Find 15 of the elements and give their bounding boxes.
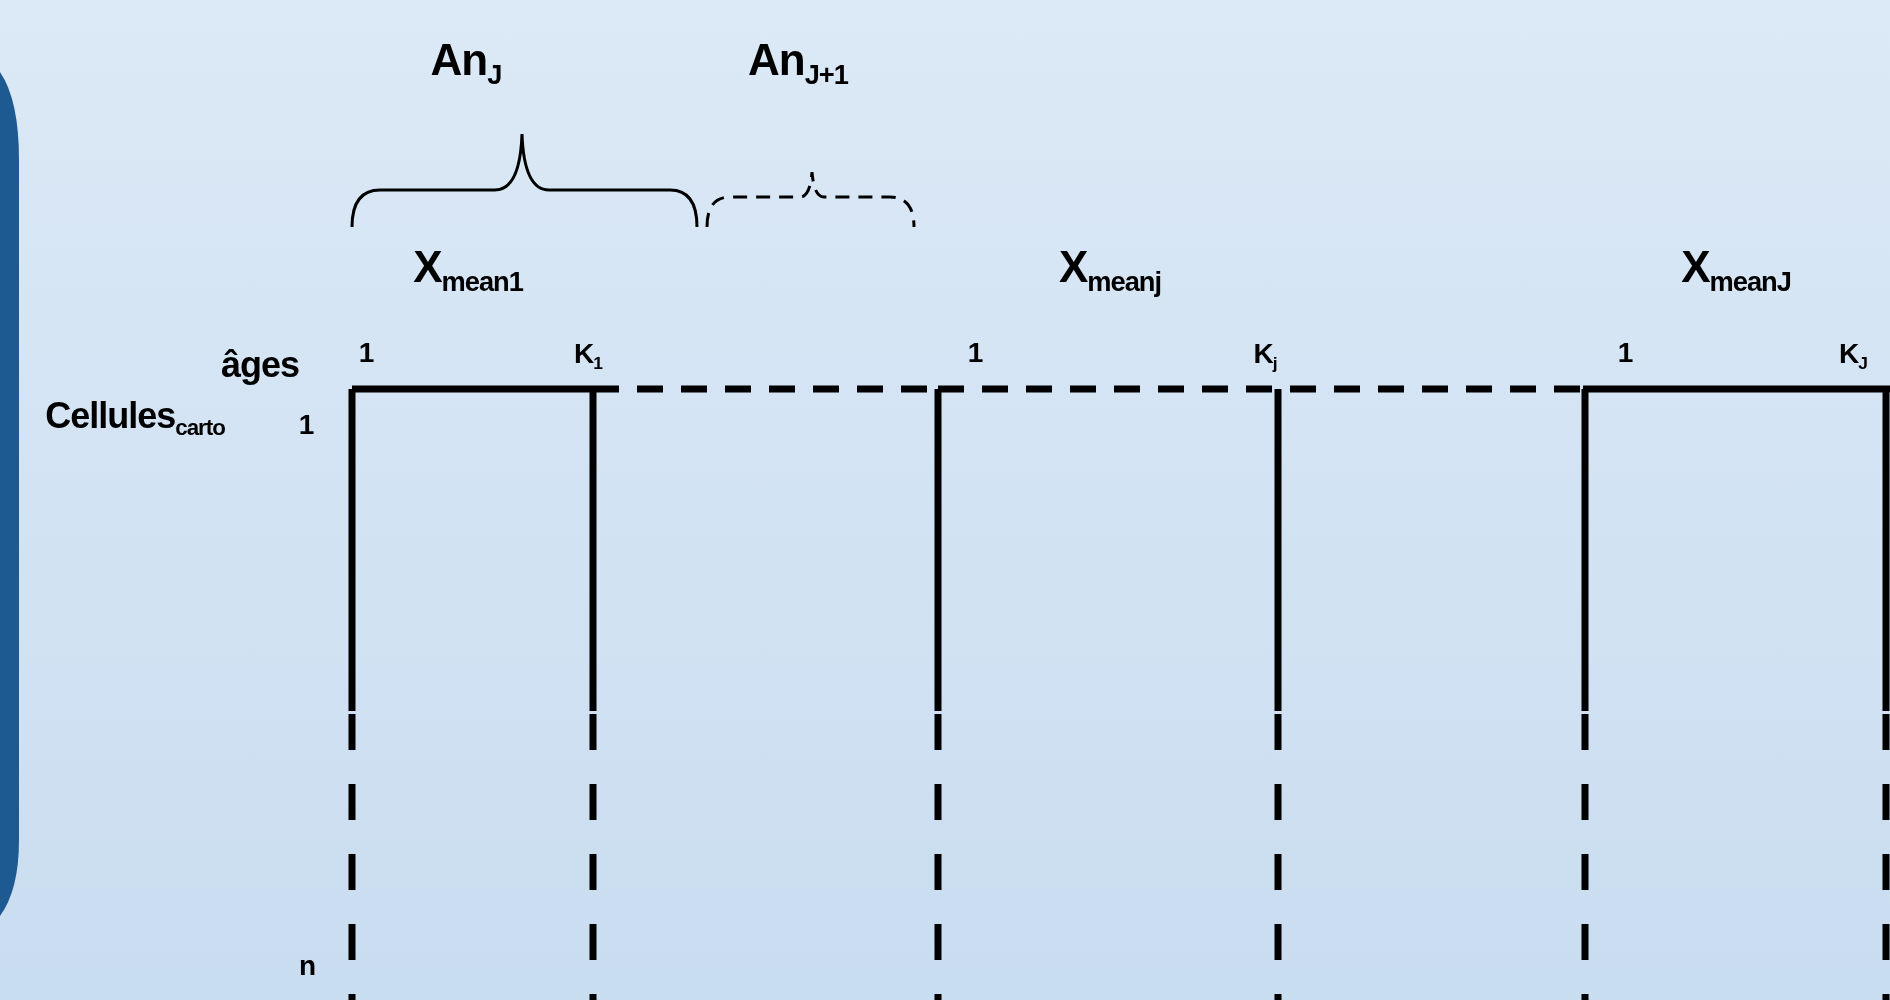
period-label: An$_{J}$	[430, 34, 502, 92]
column-index: 1	[967, 337, 983, 369]
row-index: 1	[298, 409, 314, 441]
column-index: K$_{1}$	[574, 337, 602, 375]
axis-label: Cellules$_{carto}$	[45, 394, 225, 442]
column-index: K$_{J}$	[1839, 337, 1867, 375]
variable-label: X$_{meanj}$	[1058, 241, 1162, 299]
column-index: 1	[1617, 337, 1633, 369]
variable-label: X$_{mean1}$	[413, 241, 523, 299]
column-index: 1	[358, 337, 374, 369]
column-index: K$_{j}$	[1253, 337, 1277, 375]
period-label: An$_{J+1}$	[748, 34, 848, 92]
variable-label: X$_{meanJ}$	[1681, 241, 1791, 299]
axis-label: âges	[220, 344, 300, 386]
row-index: n	[298, 950, 316, 982]
